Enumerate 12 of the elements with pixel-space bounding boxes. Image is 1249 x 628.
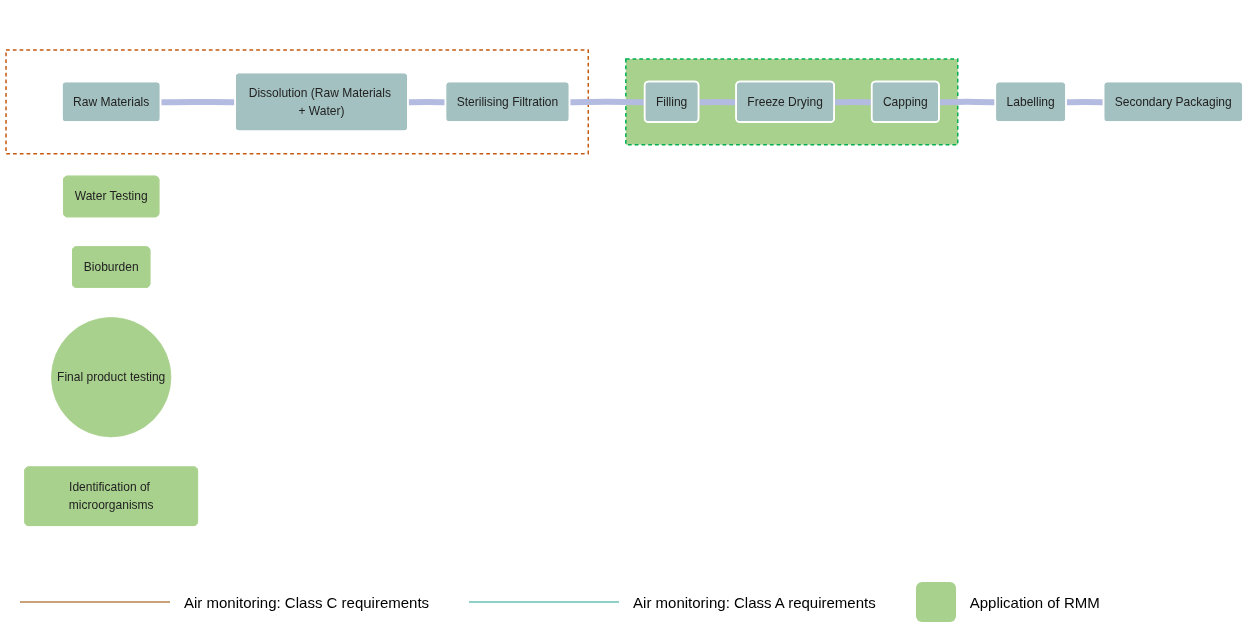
- legend-text: Air monitoring: Class C requirements: [184, 593, 430, 611]
- connector: [160, 99, 236, 106]
- connector: [698, 99, 737, 106]
- legend-text: Application of RMM: [969, 593, 1100, 611]
- connector: [939, 99, 996, 106]
- legend-text: Air monitoring: Class A requirements: [633, 593, 876, 611]
- cluster: [5, 49, 590, 155]
- cluster: [625, 58, 959, 146]
- connector: [834, 99, 873, 106]
- connector: [408, 99, 446, 106]
- connector: [1066, 99, 1104, 106]
- node-circle: Final product testing: [51, 317, 172, 438]
